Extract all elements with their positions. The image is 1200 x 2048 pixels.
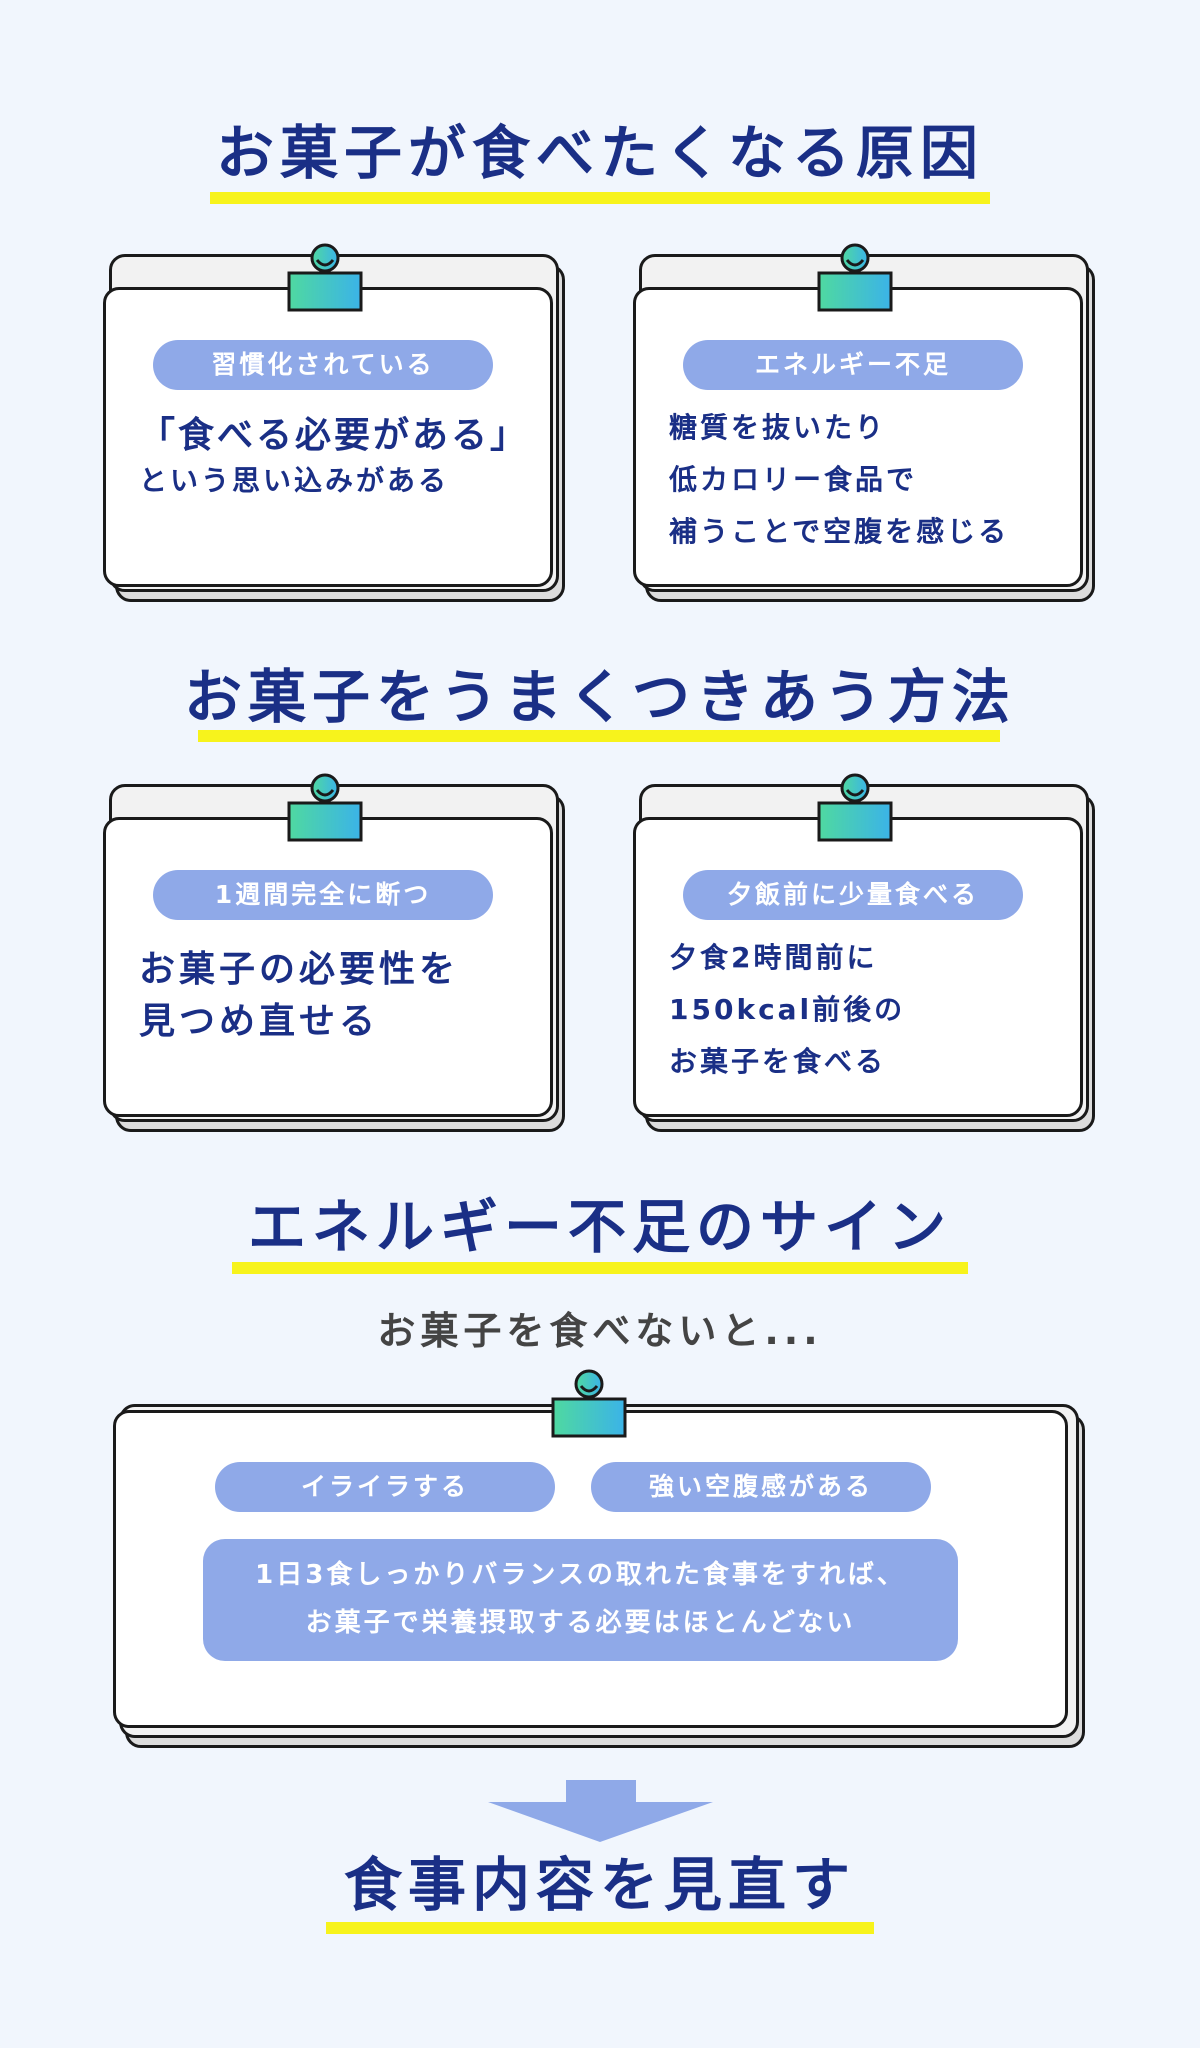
card-energy-line-2: 低カロリー食品で [669, 463, 918, 496]
balanced-meal-note: 1日3食しっかりバランスの取れた食事をすれば、 お菓子で栄養摂取する必要はほとん… [203, 1539, 958, 1661]
card-energy-signs: イライラする 強い空腹感がある 1日3食しっかりバランスの取れた食事をすれば、 … [113, 1366, 1088, 1751]
card-one-week-text: お菓子の必要性を 見つめ直せる [139, 944, 559, 1048]
card-one-week-line-2: 見つめ直せる [139, 1001, 380, 1042]
card-energy-shortage: エネルギー不足 糖質を抜いたり 低カロリー食品で 補うことで空腹を感じる [633, 240, 1098, 605]
card-habit: 習慣化されている 「食べる必要がある」 という思い込みがある [103, 240, 568, 605]
tag-habit: 習慣化されている [153, 340, 493, 390]
card-energy-line-1: 糖質を抜いたり [669, 411, 887, 444]
tag-energy-shortage: エネルギー不足 [683, 340, 1023, 390]
card-one-week-cut: 1週間完全に断つ お菓子の必要性を 見つめ直せる [103, 770, 568, 1135]
section2-title: お菓子をうまくつきあう方法 [183, 663, 1016, 731]
binder-clip-icon [817, 243, 893, 312]
tag-small-before-dinner: 夕飯前に少量食べる [683, 870, 1023, 920]
binder-clip-icon [287, 773, 363, 842]
section1-title-underline [210, 192, 990, 204]
tag-irritation: イライラする [215, 1462, 555, 1512]
card-small-before-dinner-text: 夕食2時間前に 150kcal前後の お菓子を食べる [669, 932, 1089, 1088]
binder-clip-icon [817, 773, 893, 842]
card-one-week-line-1: お菓子の必要性を [139, 949, 460, 990]
section1-title: お菓子が食べたくなる原因 [215, 119, 984, 187]
card-small-before-dinner: 夕飯前に少量食べる 夕食2時間前に 150kcal前後の お菓子を食べる [633, 770, 1098, 1135]
tag-strong-hunger: 強い空腹感がある [591, 1462, 931, 1512]
section3-title-underline [232, 1262, 968, 1274]
card-habit-text: 「食べる必要がある」 という思い込みがある [139, 412, 559, 502]
card-energy-text: 糖質を抜いたり 低カロリー食品で 補うことで空腹を感じる [669, 402, 1089, 558]
binder-clip-icon [551, 1369, 627, 1438]
section3-subtitle: お菓子を食べないと... [377, 1309, 823, 1353]
note-line-1: 1日3食しっかりバランスの取れた食事をすれば、 [255, 1560, 906, 1590]
card-small-before-dinner-line-2: 150kcal前後の [669, 993, 906, 1026]
card-habit-line-2: という思い込みがある [139, 464, 450, 497]
card-small-before-dinner-line-3: お菓子を食べる [669, 1045, 887, 1078]
tag-one-week-cut: 1週間完全に断つ [153, 870, 493, 920]
down-arrow-icon [488, 1780, 713, 1842]
binder-clip-icon [287, 243, 363, 312]
card-small-before-dinner-line-1: 夕食2時間前に [669, 941, 878, 974]
card-energy-line-3: 補うことで空腹を感じる [669, 515, 1010, 548]
card-habit-line-1: 「食べる必要がある」 [139, 415, 530, 456]
note-line-2: お菓子で栄養摂取する必要はほとんどない [305, 1608, 856, 1638]
conclusion-title: 食事内容を見直す [343, 1851, 856, 1919]
section2-title-underline [198, 730, 1000, 742]
conclusion-title-underline [326, 1922, 874, 1934]
section3-title: エネルギー不足のサイン [247, 1193, 952, 1261]
